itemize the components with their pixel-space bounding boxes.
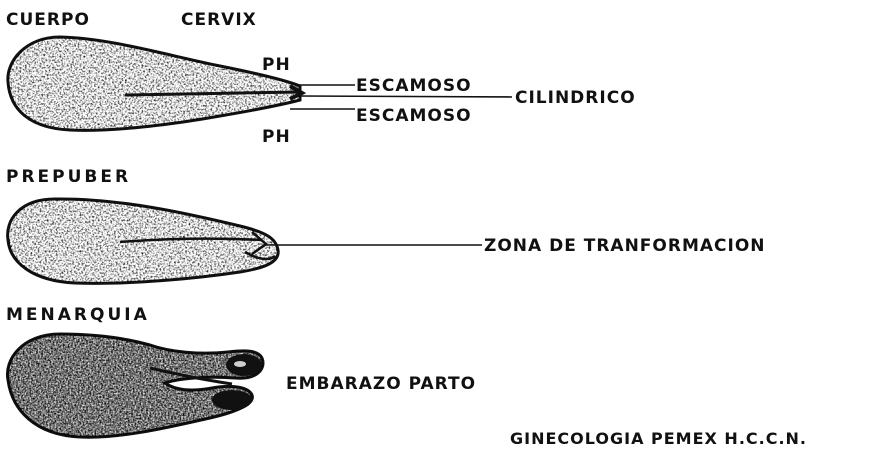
uterus-prepuber — [8, 199, 279, 283]
label-credit: GINECOLOGIA PEMEX H.C.C.N. — [510, 429, 807, 447]
label-cuerpo: CUERPO — [6, 10, 90, 30]
uterus-adult — [8, 37, 302, 130]
label-cilindrico: CILINDRICO — [515, 88, 636, 108]
label-prepuber: PREPUBER — [6, 167, 131, 187]
uterus-menarquia — [7, 334, 263, 437]
label-escamoso-bottom: ESCAMOSO — [356, 106, 472, 126]
label-ph-bottom: PH — [262, 127, 291, 147]
label-ph-top: PH — [262, 55, 291, 75]
label-embarazo: EMBARAZO PARTO — [286, 374, 476, 394]
uterus-menarquia-lip-upper-spot — [234, 361, 246, 367]
label-menarquia: MENARQUIA — [6, 305, 150, 325]
leader-cilindrico — [300, 96, 512, 97]
uterus-menarquia-lip-lower — [212, 390, 252, 410]
label-cervix: CERVIX — [181, 10, 257, 30]
label-zona: ZONA DE TRANFORMACION — [484, 236, 766, 256]
label-escamoso-top: ESCAMOSO — [356, 76, 472, 96]
